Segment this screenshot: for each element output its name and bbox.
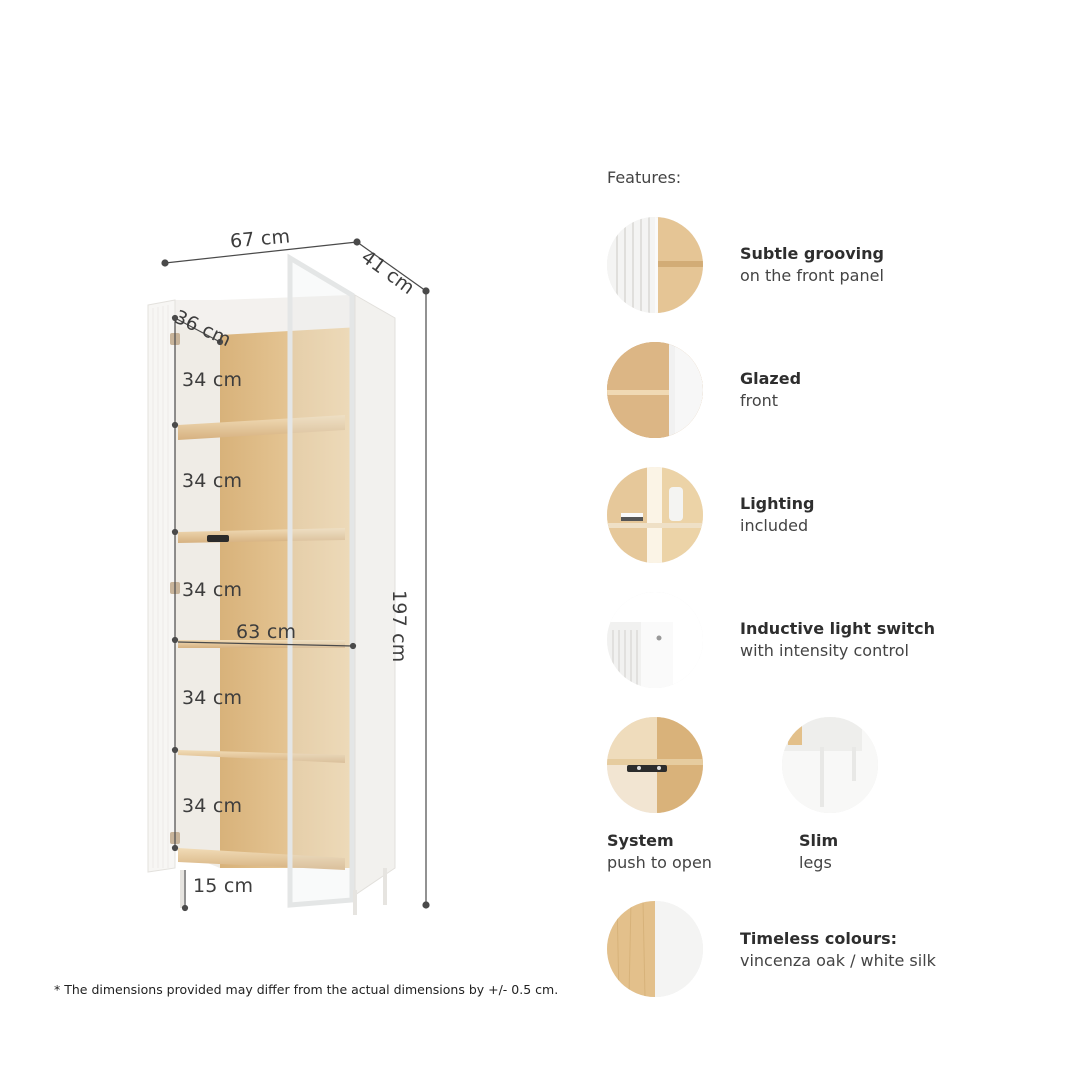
- dimensions-disclaimer: * The dimensions provided may differ fro…: [54, 982, 559, 997]
- dimension-leg-height-label: 15 cm: [193, 875, 254, 897]
- feature-subtitle-switch: with intensity control: [740, 641, 909, 660]
- dimension-inner-width-label: 63 cm: [236, 621, 297, 643]
- feature-title-glazed: Glazed: [740, 369, 802, 388]
- feature-subtitle-lighting: included: [740, 516, 809, 535]
- shelf-spacing-label-1: 34 cm: [182, 369, 243, 391]
- cabinet-illustration: [147, 238, 430, 915]
- feature-subtitle-legs: legs: [799, 853, 832, 872]
- feature-title-push: System: [607, 831, 674, 850]
- feature-title-colours: Timeless colours:: [740, 929, 898, 948]
- feature-subtitle-glazed: front: [740, 391, 779, 410]
- feature-title-lighting: Lighting: [740, 494, 815, 513]
- glass-front-thumbnail: [607, 342, 703, 438]
- feature-title-legs: Slim: [799, 831, 839, 850]
- cabinet-top: [175, 295, 395, 335]
- features-heading: Features:: [607, 168, 682, 187]
- shelf-spacing-label-4: 34 cm: [182, 687, 243, 709]
- shelf-spacing-label-2: 34 cm: [182, 470, 243, 492]
- glass-door: [287, 253, 355, 908]
- dimension-lines: [161, 238, 430, 912]
- feature-subtitle-push: push to open: [607, 853, 712, 872]
- light-switch-thumbnail: [607, 592, 703, 688]
- shelf-spacing-label-3: 34 cm: [182, 579, 243, 601]
- feature-title-switch: Inductive light switch: [740, 619, 935, 638]
- shelf-spacing-label-5: 34 cm: [182, 795, 243, 817]
- grooved-panel-thumbnail: [607, 217, 703, 313]
- feature-subtitle-colours: vincenza oak / white silk: [740, 951, 936, 970]
- cabinet-back-panel: [220, 300, 350, 868]
- colour-swatch-thumbnail: [607, 901, 703, 997]
- push-to-open-thumbnail: [607, 717, 703, 813]
- push-latch: [207, 535, 229, 542]
- lighting-thumbnail: [607, 467, 703, 563]
- cabinet-left-side: [175, 325, 220, 868]
- cabinet-right-side: [354, 294, 396, 896]
- dimension-height-label: 197 cm: [388, 590, 410, 663]
- slim-legs-thumbnail: [782, 717, 878, 813]
- feature-subtitle-grooving: on the front panel: [740, 266, 884, 285]
- feature-title-grooving: Subtle grooving: [740, 244, 885, 263]
